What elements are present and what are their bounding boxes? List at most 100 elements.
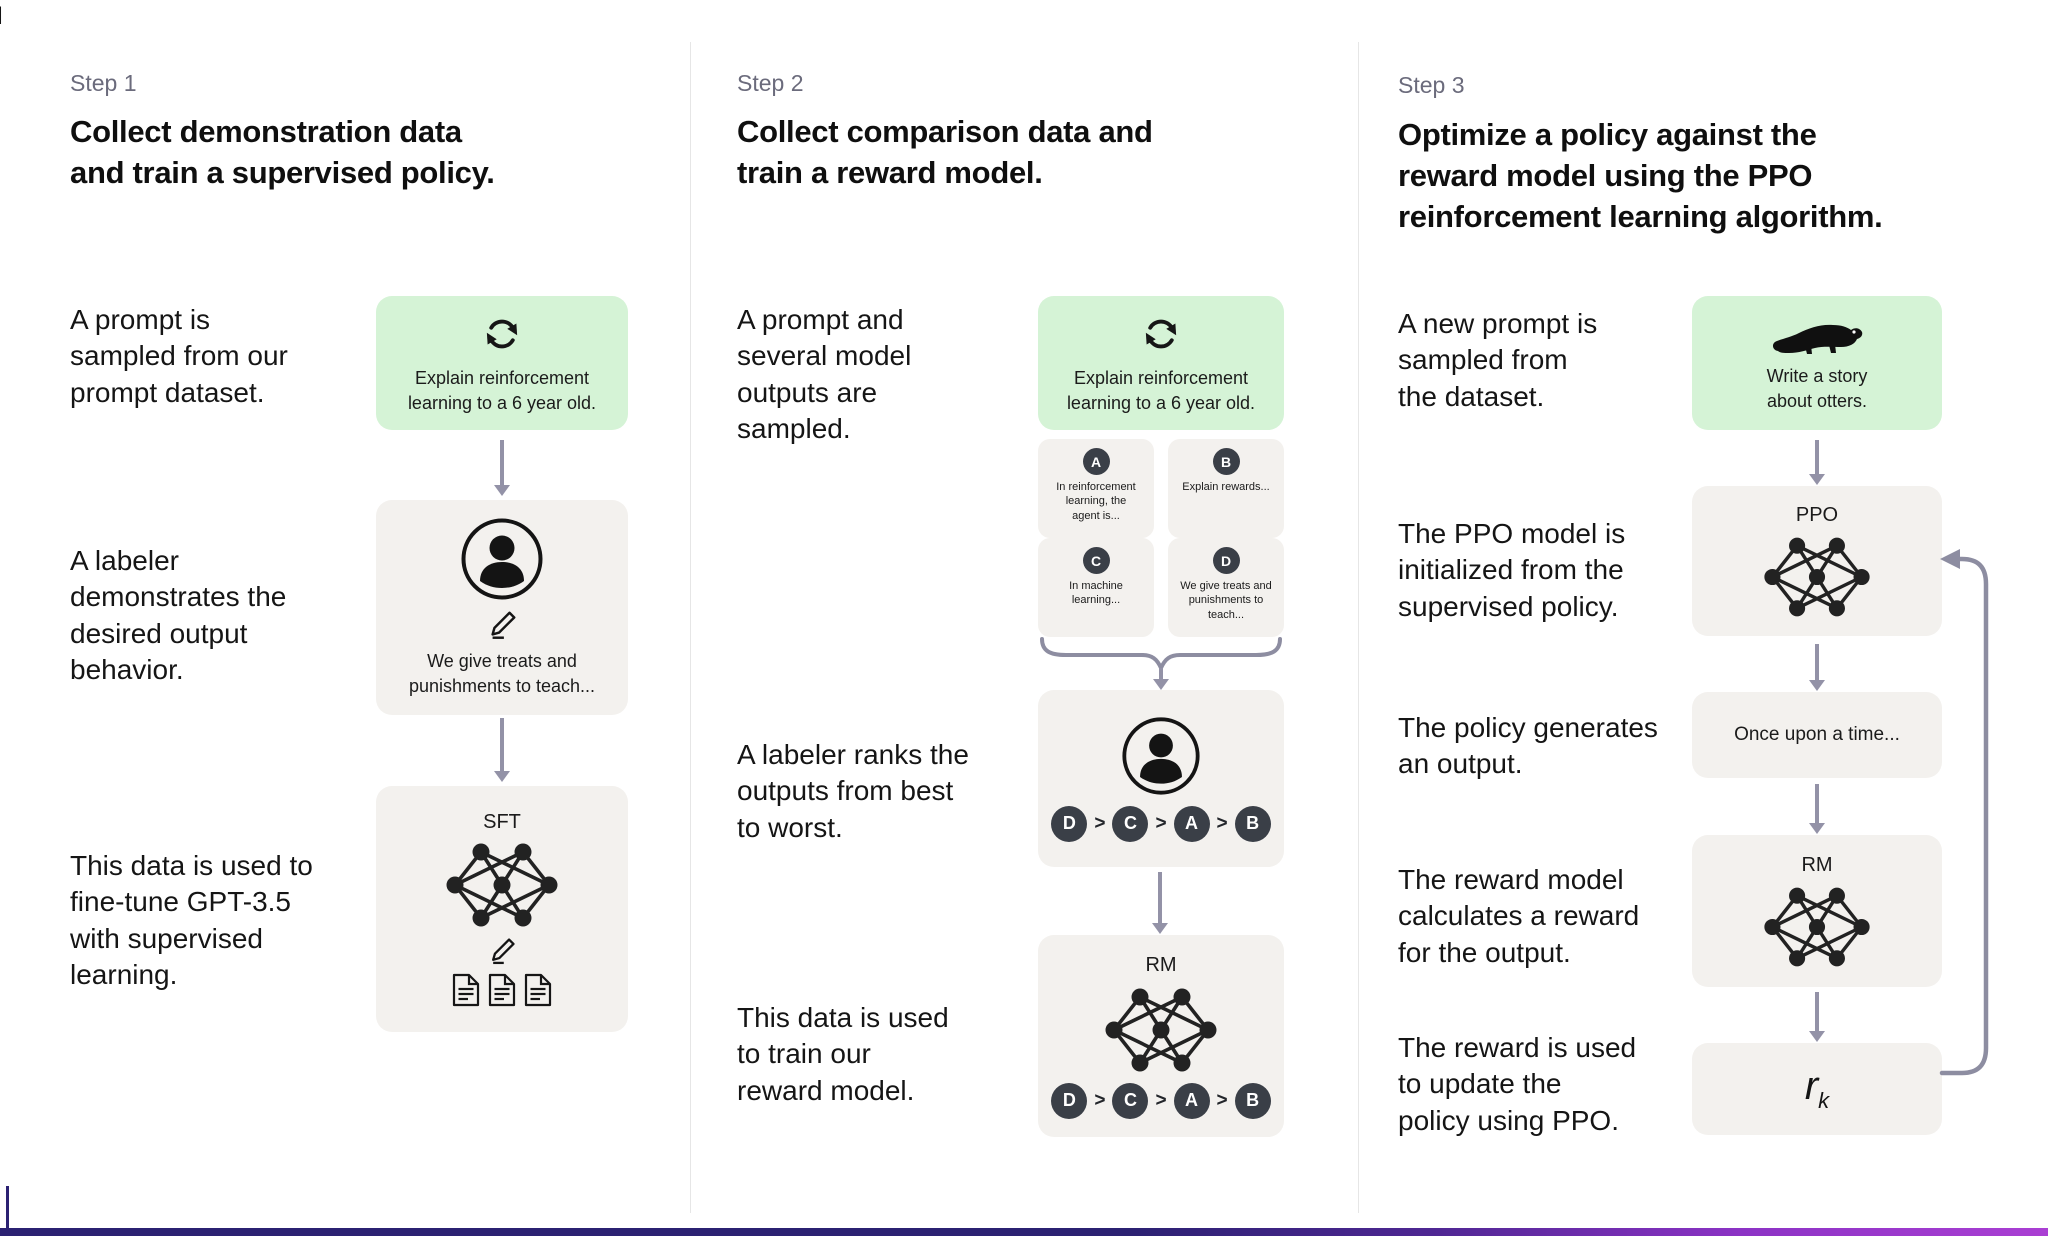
caption: The PPO model is initialized from the su… bbox=[1398, 518, 1626, 622]
option-text: In reinforcement learning, the agent is.… bbox=[1056, 481, 1136, 522]
caption: A labeler ranks the outputs from best to… bbox=[737, 739, 969, 843]
cycle-arrows-icon bbox=[479, 311, 525, 357]
down-arrow bbox=[1159, 668, 1163, 680]
prompt-box: Write a story about otters. bbox=[1692, 296, 1942, 430]
prompt-text: Explain reinforcement learning to a 6 ye… bbox=[407, 368, 597, 413]
model-label: RM bbox=[1145, 953, 1177, 976]
column-divider bbox=[690, 42, 691, 1213]
rm-box: RM D > C > A > B bbox=[1038, 935, 1284, 1137]
pencil-icon bbox=[487, 936, 517, 966]
rank-separator: > bbox=[1216, 812, 1228, 834]
clipped-text-fragment: N bbox=[0, 2, 9, 32]
prompt-box: Explain reinforcement learning to a 6 ye… bbox=[1038, 296, 1284, 430]
option-text: In machine learning... bbox=[1069, 580, 1123, 607]
step-label: Step 3 bbox=[1398, 72, 1465, 98]
otter-icon bbox=[1771, 313, 1863, 355]
option-letter-badge: D bbox=[1212, 547, 1240, 574]
option-letter-badge: B bbox=[1212, 448, 1240, 475]
output-option-box: B Explain rewards... bbox=[1168, 439, 1284, 538]
bottom-gradient-bar bbox=[0, 1228, 2048, 1236]
neural-network-icon bbox=[1762, 885, 1872, 969]
clipped-text-fragment: t bbox=[0, 312, 9, 342]
model-label: RM bbox=[1801, 853, 1833, 876]
caption: The reward is used to update the policy … bbox=[1398, 1032, 1637, 1136]
column-heading: Collect demonstration data and train a s… bbox=[70, 114, 495, 190]
sft-box: SFT bbox=[376, 786, 628, 1032]
caption: A prompt is sampled from our prompt data… bbox=[70, 304, 288, 408]
person-icon bbox=[460, 517, 544, 601]
down-arrow bbox=[1815, 992, 1819, 1032]
column-heading: Collect comparison data and train a rewa… bbox=[737, 114, 1153, 190]
labeler-demo-text: We give treats and punishments to teach.… bbox=[408, 651, 596, 696]
rank-badge: C bbox=[1112, 1082, 1149, 1119]
document-icon bbox=[451, 973, 481, 1007]
rank-separator: > bbox=[1094, 1089, 1106, 1111]
neural-network-icon bbox=[1103, 986, 1219, 1074]
prompt-box: Explain reinforcement learning to a 6 ye… bbox=[376, 296, 628, 430]
step-label: Step 1 bbox=[70, 70, 137, 96]
cycle-arrows-icon bbox=[1138, 311, 1184, 357]
clipped-text-fragment: - bbox=[0, 540, 9, 570]
caption: A new prompt is sampled from the dataset… bbox=[1398, 308, 1598, 412]
caption: A labeler demonstrates the desired outpu… bbox=[70, 545, 287, 686]
caption: This data is used to fine-tune GPT-3.5 w… bbox=[70, 850, 313, 991]
rank-badge: D bbox=[1051, 805, 1088, 842]
clipped-text-fragment: e bbox=[0, 572, 9, 602]
caption: The reward model calculates a reward for… bbox=[1398, 864, 1640, 968]
person-icon bbox=[1121, 716, 1201, 796]
option-text: Explain rewards... bbox=[1182, 481, 1270, 493]
rm-box: RM bbox=[1692, 835, 1942, 987]
output-option-box: D We give treats and punishments to teac… bbox=[1168, 538, 1284, 637]
underbrace bbox=[1038, 636, 1284, 672]
output-option-box: A In reinforcement learning, the agent i… bbox=[1038, 439, 1154, 538]
labeler-box: D > C > A > B bbox=[1038, 690, 1284, 867]
output-option-box: C In machine learning... bbox=[1038, 538, 1154, 637]
column-heading: Optimize a policy against the reward mod… bbox=[1398, 117, 1883, 234]
down-arrow bbox=[500, 440, 504, 486]
rank-badge: A bbox=[1173, 1082, 1210, 1119]
labeler-box: We give treats and punishments to teach.… bbox=[376, 500, 628, 715]
caption: A prompt and several model outputs are s… bbox=[737, 304, 912, 445]
prompt-text: Explain reinforcement learning to a 6 ye… bbox=[1066, 368, 1256, 413]
rank-badge: A bbox=[1173, 805, 1210, 842]
clipped-text-fragment: e bbox=[0, 148, 9, 178]
document-icon bbox=[523, 973, 553, 1007]
output-text-box: Once upon a time... bbox=[1692, 692, 1942, 778]
rank-separator: > bbox=[1155, 812, 1167, 834]
ppo-box: PPO bbox=[1692, 486, 1942, 636]
caption: This data is used to train our reward mo… bbox=[737, 1002, 949, 1106]
option-letter-badge: C bbox=[1082, 547, 1110, 574]
option-text: We give treats and punishments to teach.… bbox=[1180, 580, 1272, 621]
pencil-icon bbox=[486, 609, 518, 641]
document-icon bbox=[487, 973, 517, 1007]
step-label: Step 2 bbox=[737, 70, 804, 96]
rank-badge: B bbox=[1234, 1082, 1271, 1119]
clipped-text-fragment: • bbox=[0, 512, 9, 542]
rank-separator: > bbox=[1155, 1089, 1167, 1111]
rank-badge: D bbox=[1051, 1082, 1088, 1119]
down-arrow bbox=[1815, 784, 1819, 824]
ranking-row: D > C > A > B bbox=[1051, 1082, 1271, 1119]
option-letter-badge: A bbox=[1082, 448, 1110, 475]
model-label: SFT bbox=[483, 811, 521, 833]
ranking-row: D > C > A > B bbox=[1051, 805, 1271, 842]
rank-separator: > bbox=[1094, 812, 1106, 834]
down-arrow bbox=[1158, 872, 1162, 924]
column-divider bbox=[1358, 42, 1359, 1213]
down-arrow bbox=[500, 718, 504, 772]
neural-network-icon bbox=[1762, 535, 1872, 619]
prompt-text: Write a story about otters. bbox=[1766, 366, 1868, 411]
left-edge-line bbox=[6, 1186, 9, 1228]
documents-row bbox=[451, 973, 553, 1007]
neural-network-icon bbox=[444, 841, 560, 929]
rank-badge: C bbox=[1112, 805, 1149, 842]
model-label: PPO bbox=[1795, 503, 1839, 526]
feedback-loop-arrow bbox=[1928, 540, 2008, 1100]
rank-separator: > bbox=[1216, 1089, 1228, 1111]
output-text: Once upon a time... bbox=[1734, 724, 1900, 746]
caption: The policy generates an output. bbox=[1398, 712, 1658, 780]
rank-badge: B bbox=[1234, 805, 1271, 842]
down-arrow bbox=[1815, 440, 1819, 475]
reward-value: rk bbox=[1804, 1064, 1830, 1113]
reward-box: rk bbox=[1692, 1043, 1942, 1135]
